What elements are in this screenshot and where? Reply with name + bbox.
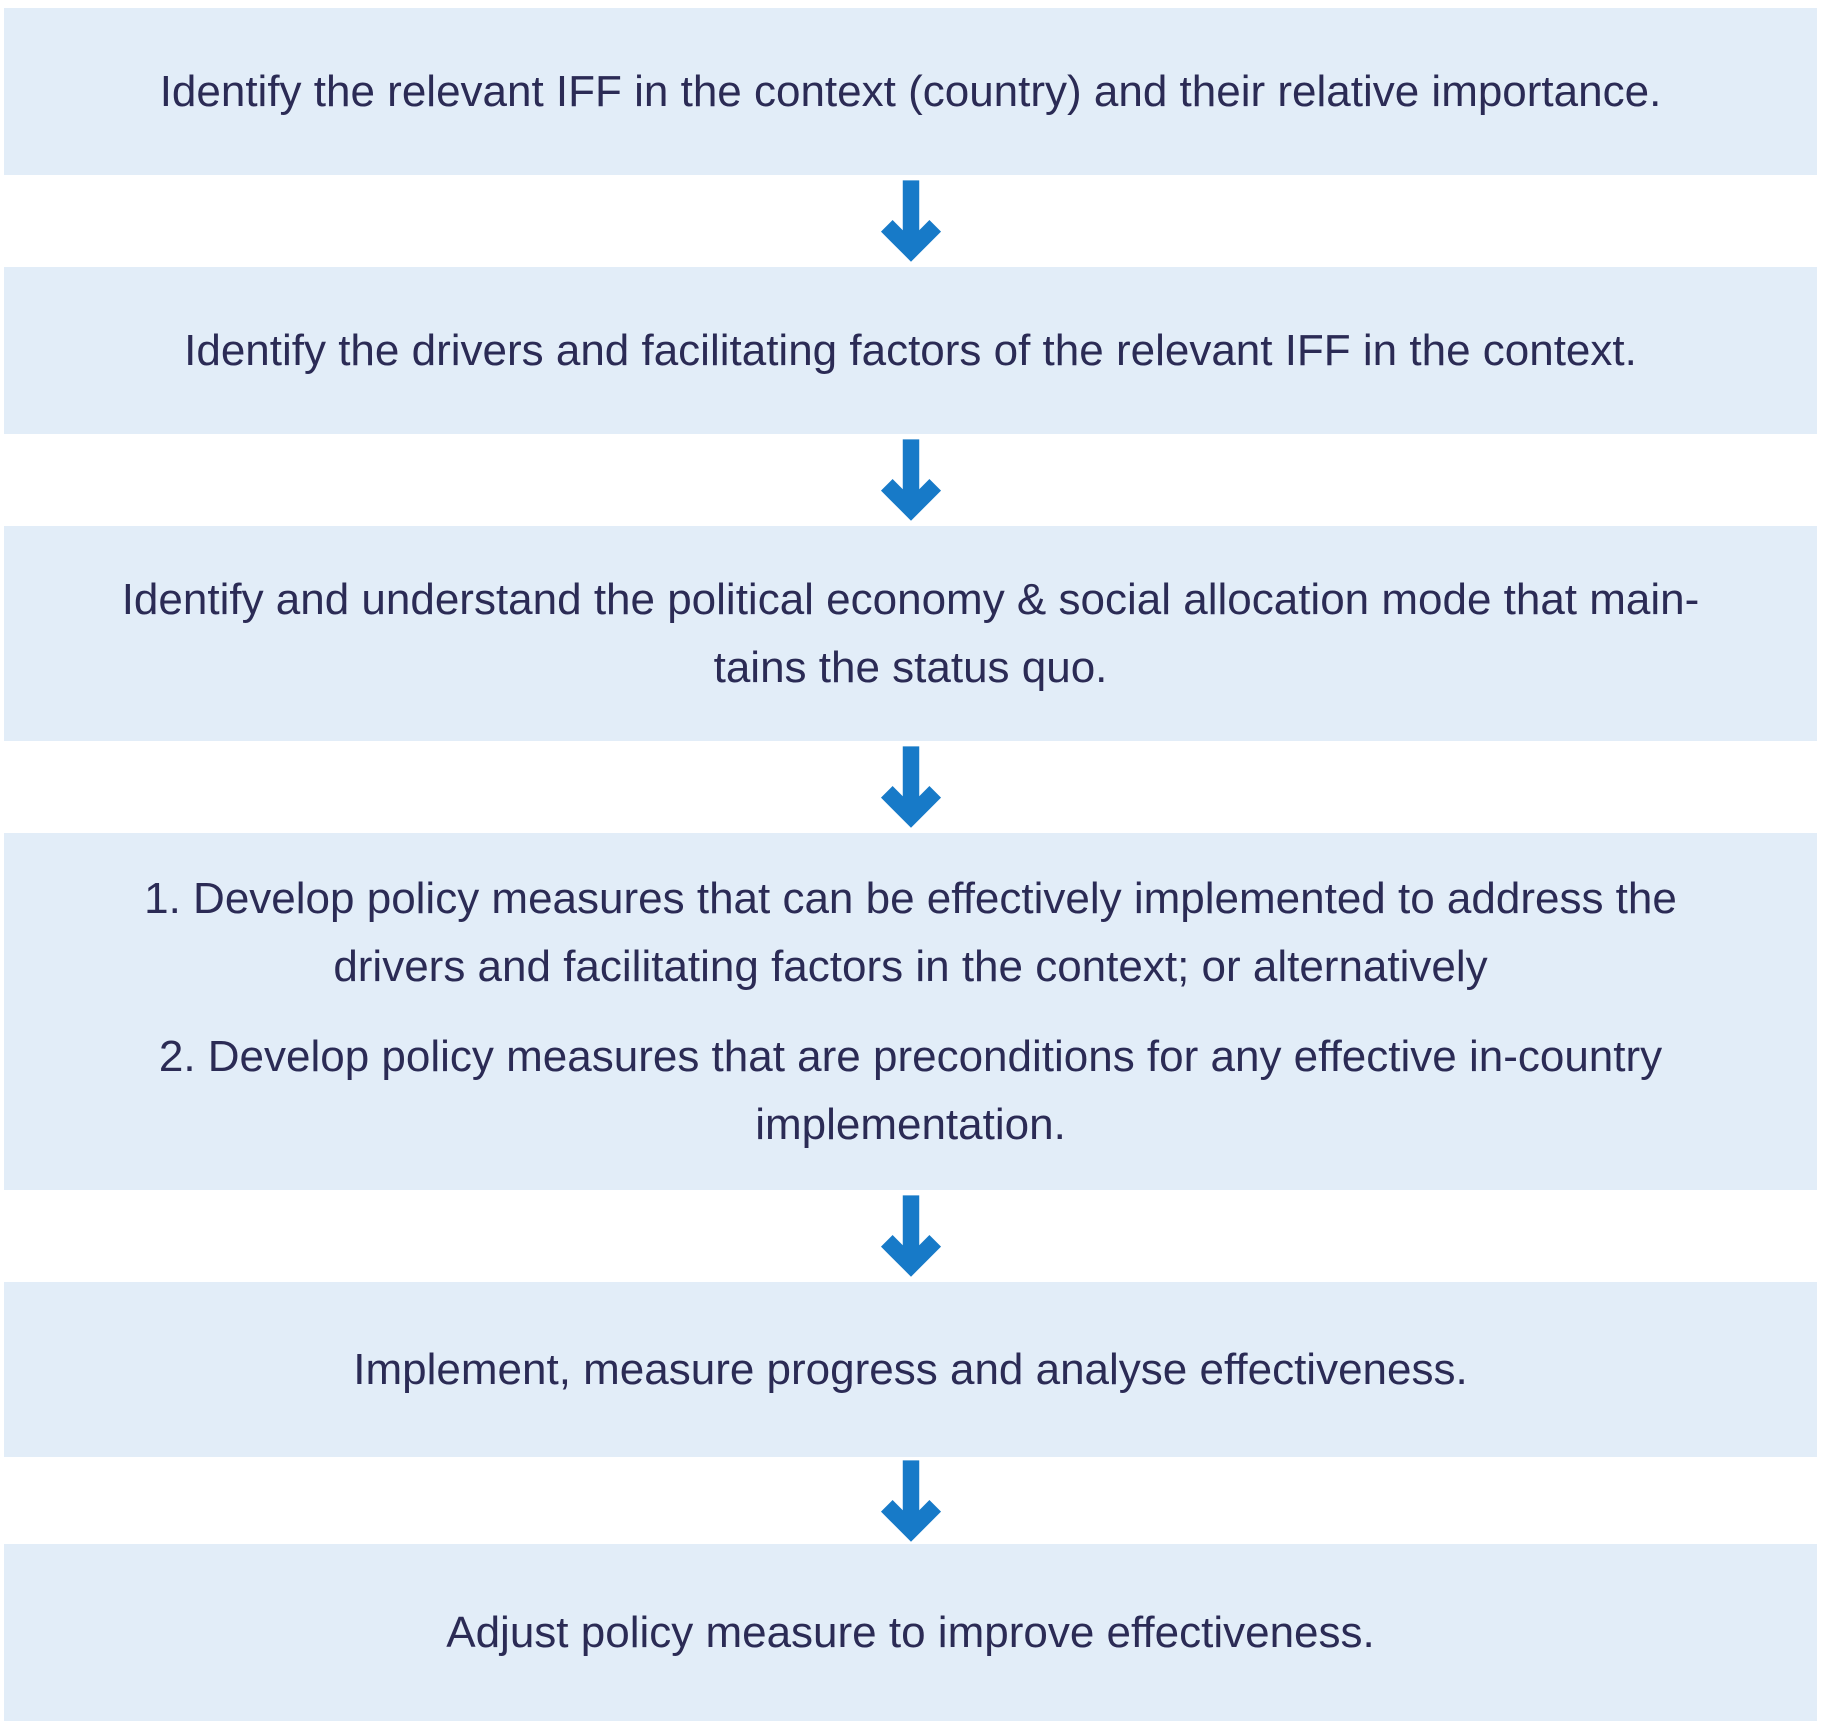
- step-2-text: Identify the drivers and facilitating fa…: [184, 325, 1637, 375]
- step-3-text-line-1: Identify and understand the political ec…: [121, 574, 1700, 624]
- step-4-p2-line-1: 2. Develop policy measures that are prec…: [158, 1031, 1663, 1081]
- connector-2: [4, 434, 1817, 526]
- step-4-paragraph-1: 1. Develop policy measures that can be e…: [144, 865, 1677, 1001]
- down-arrow-icon: [880, 439, 941, 521]
- step-box-6: Adjust policy measure to improve effecti…: [4, 1544, 1817, 1721]
- step-5-text: Implement, measure progress and analyse …: [353, 1344, 1468, 1394]
- step-4-p1-line-2: drivers and facilitating factors in the …: [333, 941, 1488, 991]
- step-4-p1-line-1: 1. Develop policy measures that can be e…: [144, 873, 1677, 923]
- down-arrow-icon: [880, 1459, 941, 1542]
- step-4-paragraph-2: 2. Develop policy measures that are prec…: [159, 1023, 1662, 1159]
- connector-5: [4, 1457, 1817, 1544]
- down-arrow-icon: [880, 180, 941, 262]
- step-box-2: Identify the drivers and facilitating fa…: [4, 267, 1817, 434]
- connector-1: [4, 175, 1817, 267]
- step-1-text: Identify the relevant IFF in the context…: [159, 66, 1662, 116]
- connector-3: [4, 741, 1817, 833]
- step-box-5: Implement, measure progress and analyse …: [4, 1282, 1817, 1457]
- down-arrow-icon: [880, 746, 941, 828]
- step-box-3: Identify and understand the political ec…: [4, 526, 1817, 741]
- down-arrow-icon: [880, 1195, 941, 1277]
- step-6-text: Adjust policy measure to improve effecti…: [446, 1607, 1375, 1657]
- step-box-4: 1. Develop policy measures that can be e…: [4, 833, 1817, 1190]
- step-box-1: Identify the relevant IFF in the context…: [4, 8, 1817, 175]
- connector-4: [4, 1190, 1817, 1282]
- step-4-p2-line-2: implementation.: [755, 1099, 1066, 1149]
- step-3-text-line-2: tains the status quo.: [713, 642, 1108, 692]
